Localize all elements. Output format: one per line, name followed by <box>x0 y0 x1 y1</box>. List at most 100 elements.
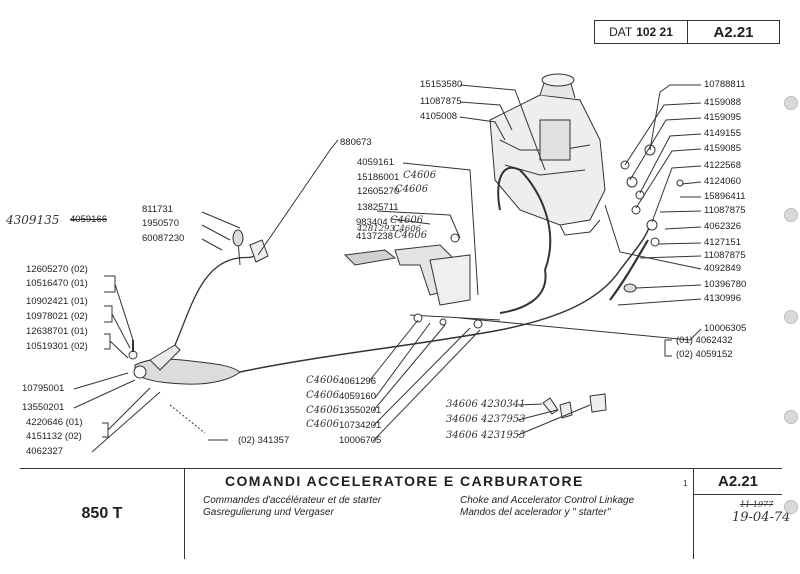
dat-label: DAT <box>609 25 633 39</box>
part-number: 4059152 <box>695 349 733 360</box>
binder-hole <box>784 410 798 424</box>
signature-struck: 11-1977 <box>740 500 774 509</box>
part-note: (02) <box>70 341 88 352</box>
header-code: A2.21 <box>713 23 754 41</box>
footer-code: A2.21 <box>693 469 782 495</box>
part-note: (01) <box>676 335 693 346</box>
part-10902421: 10902421 (01) <box>26 297 88 307</box>
part-12605270: 12605270 (02) <box>26 265 88 275</box>
title-block: 850 T COMANDI ACCELERATORE E CARBURATORE… <box>20 468 782 559</box>
part-note: (02) <box>70 264 88 275</box>
part-4220646: 4220646 (01) <box>26 418 83 428</box>
struck-part-4059166: 4059166 <box>70 214 107 225</box>
part-12605270-center: 12605270 <box>357 186 400 197</box>
part-10734201: 10734201 <box>339 420 382 431</box>
part-4159085: 4159085 <box>704 143 741 154</box>
part-10519301: 10519301 (02) <box>26 342 88 352</box>
part-note: (02) <box>676 349 693 360</box>
part-number: 4151132 <box>26 431 63 442</box>
part-4061296: 4061296 <box>339 376 376 387</box>
header-box: DAT 102 21 A2.21 <box>594 20 780 44</box>
part-4105008: 4105008 <box>420 111 457 122</box>
part-4137238: 4137238 <box>356 231 393 242</box>
part-60087230: 60087230 <box>142 233 185 244</box>
handwritten-c4606-3: C4606 <box>390 215 424 226</box>
signature-date: 19-04-74 <box>732 510 791 525</box>
part-4127151: 4127151 <box>704 237 741 248</box>
part-15153580: 15153580 <box>420 79 463 90</box>
binder-hole <box>784 208 798 222</box>
part-13550201-center: 13550201 <box>339 405 382 416</box>
handwritten-c4606-2: C4606 <box>395 184 429 195</box>
part-11087875-right-2: 11087875 <box>704 250 746 261</box>
part-4059161: 4059161 <box>357 157 394 168</box>
part-10788811: 10788811 <box>704 79 746 90</box>
binder-hole <box>784 310 798 324</box>
model-name: 850 T <box>20 469 185 559</box>
part-10396780: 10396780 <box>704 279 747 290</box>
part-number: 10978021 <box>26 311 69 322</box>
handwritten-c4606-7: C4606 <box>306 390 340 401</box>
handwritten-ref-3: 34606 4231955 <box>446 430 526 441</box>
handwritten-part-4309135: 4309135 <box>6 213 60 227</box>
part-10006305: 10006305 <box>704 323 747 334</box>
title-spanish: Mandos del acelerador y " starter" <box>460 507 611 518</box>
part-341357: (02) 341357 <box>238 435 290 446</box>
handwritten-c4606-4: C4606 <box>393 224 422 234</box>
page-mark: 1 <box>683 479 688 488</box>
part-811731: 811731 <box>142 204 173 215</box>
part-15896411: 15896411 <box>704 191 746 202</box>
handwritten-4281293: 4281293 <box>357 224 395 234</box>
part-10978021: 10978021 (02) <box>26 312 88 322</box>
part-11087875-top: 11087875 <box>420 96 462 107</box>
handwritten-c4606-8: C4606 <box>306 405 340 416</box>
handwritten-c4606-6: C4606 <box>306 375 340 386</box>
part-note: (01) <box>70 326 88 337</box>
part-4124060: 4124060 <box>704 176 741 187</box>
part-number: 4220646 <box>26 417 63 428</box>
handwritten-c4606-5: C4606 <box>394 230 428 241</box>
dat-value: 102 21 <box>636 25 673 39</box>
part-number: 10516470 <box>26 278 69 289</box>
part-number: 4062432 <box>695 335 733 346</box>
part-10516470: 10516470 (01) <box>26 279 88 289</box>
part-4130996: 4130996 <box>704 293 741 304</box>
part-note: (01) <box>65 417 83 428</box>
part-note: (02) <box>70 311 88 322</box>
binder-hole <box>784 500 798 514</box>
part-number: 12605270 <box>26 264 69 275</box>
title-italian: COMANDI ACCELERATORE E CARBURATORE <box>225 473 584 489</box>
part-4149155: 4149155 <box>704 128 741 139</box>
part-4151132: 4151132 (02) <box>26 432 82 442</box>
title-german: Gasregulierung und Vergaser <box>203 507 334 518</box>
part-13550201: 13550201 <box>22 402 65 413</box>
handwritten-c4606-9: C4606 <box>306 419 340 430</box>
part-number: 10902421 <box>26 296 69 307</box>
part-number: 12638701 <box>26 326 69 337</box>
part-4059160: 4059160 <box>339 391 376 402</box>
title-main: COMANDI ACCELERATORE E CARBURATORE Comma… <box>185 469 693 559</box>
part-4092849: 4092849 <box>704 263 741 274</box>
binder-hole <box>784 96 798 110</box>
part-1950570: 1950570 <box>142 218 179 229</box>
dat-cell: DAT 102 21 <box>595 21 688 43</box>
part-4122568: 4122568 <box>704 160 741 171</box>
part-13825711: 13825711 <box>357 202 399 213</box>
title-english: Choke and Accelerator Control Linkage <box>460 495 635 506</box>
handwritten-ref-2: 34606 4237953 <box>446 414 526 425</box>
part-880673: 880673 <box>340 137 372 148</box>
part-4059152: (02) 4059152 <box>676 350 733 360</box>
part-4159088: 4159088 <box>704 97 741 108</box>
part-11087875-right-1: 11087875 <box>704 205 746 216</box>
handwritten-ref-1: 34606 4230341 <box>446 399 526 410</box>
revision-box <box>693 495 782 559</box>
part-4062432: (01) 4062432 <box>676 336 733 346</box>
part-12638701: 12638701 (01) <box>26 327 88 337</box>
part-note: (01) <box>70 278 88 289</box>
part-10795001: 10795001 <box>22 383 65 394</box>
part-983404: 983404 <box>356 217 388 228</box>
handwritten-c4606-1: C4606 <box>403 170 437 181</box>
part-10006705: 10006705 <box>339 435 382 446</box>
title-french: Commandes d'accélérateur et de starter <box>203 495 382 506</box>
